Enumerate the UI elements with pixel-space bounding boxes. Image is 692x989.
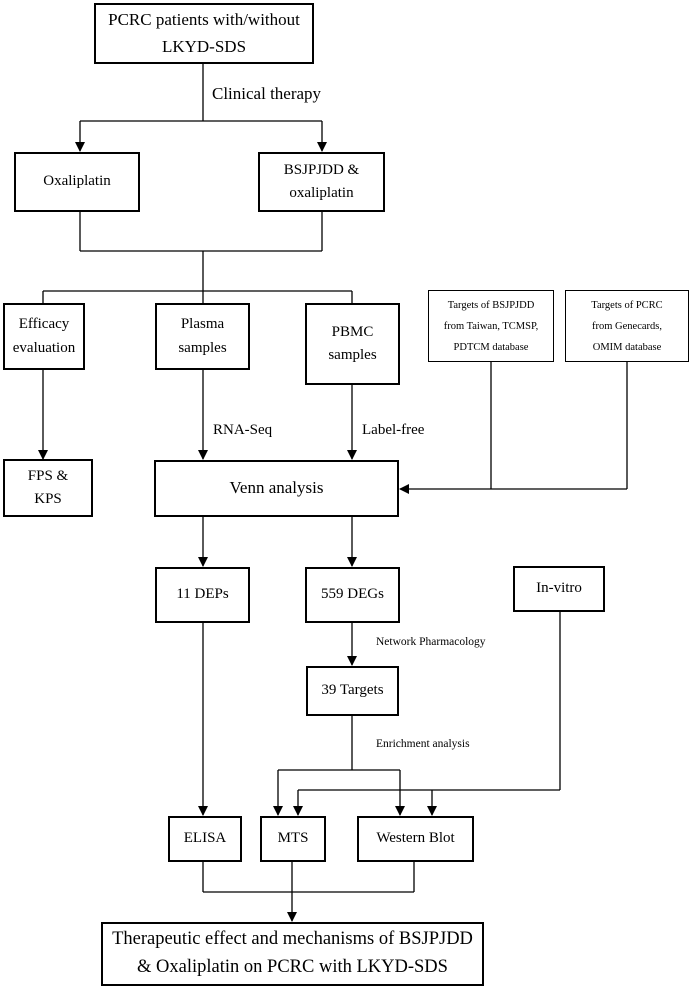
in-vitro-box: In-vitro bbox=[513, 566, 605, 612]
deps-box: 11 DEPs bbox=[155, 567, 250, 623]
plasma-line-2: samples bbox=[178, 339, 227, 356]
elisa-box: ELISA bbox=[168, 816, 242, 862]
targets-pcrc-line-1: Targets of PCRC bbox=[591, 299, 663, 311]
degs-box: 559 DEGs bbox=[305, 567, 400, 623]
network-pharmacology-label: Network Pharmacology bbox=[376, 636, 486, 648]
combo-line-1: BSJPJDD & bbox=[283, 161, 360, 178]
final-line-1: Therapeutic effect and mechanisms of BSJ… bbox=[112, 929, 473, 950]
efficacy-evaluation-box: Efficacy evaluation bbox=[3, 303, 85, 370]
targets-bsjpjdd-box: Targets of BSJPJDD from Taiwan, TCMSP, P… bbox=[428, 290, 554, 362]
oxaliplatin-text: Oxaliplatin bbox=[43, 173, 111, 190]
efficacy-line-1: Efficacy bbox=[18, 316, 70, 333]
rna-seq-label: RNA-Seq bbox=[213, 422, 273, 438]
targets-pcrc-line-3: OMIM database bbox=[592, 341, 662, 353]
in-vitro-text: In-vitro bbox=[536, 580, 582, 597]
enrichment-analysis-label: Enrichment analysis bbox=[376, 738, 470, 750]
oxaliplatin-box: Oxaliplatin bbox=[14, 152, 140, 212]
pbmc-line-2: samples bbox=[328, 347, 377, 363]
efficacy-line-2: evaluation bbox=[12, 339, 76, 356]
patients-line-2: LKYD-SDS bbox=[161, 36, 247, 56]
targets-bsjpjdd-line-2: from Taiwan, TCMSP, bbox=[443, 320, 539, 332]
targets-bsjpjdd-line-3: PDTCM database bbox=[453, 341, 529, 353]
targets-pcrc-line-2: from Genecards, bbox=[592, 320, 662, 332]
deps-text: 11 DEPs bbox=[176, 586, 229, 603]
targets-pcrc-box: Targets of PCRC from Genecards, OMIM dat… bbox=[565, 290, 689, 362]
plasma-line-1: Plasma bbox=[180, 316, 225, 333]
targets-bsjpjdd-line-1: Targets of BSJPJDD bbox=[447, 299, 535, 311]
venn-text: Venn analysis bbox=[229, 478, 324, 498]
venn-analysis-box: Venn analysis bbox=[154, 460, 399, 517]
fps-kps-line-1: FPS & bbox=[27, 467, 69, 484]
combo-line-2: oxaliplatin bbox=[289, 185, 354, 201]
patients-line-1: PCRC patients with/without bbox=[108, 10, 300, 30]
western-blot-text: Western Blot bbox=[376, 830, 455, 847]
patients-box: PCRC patients with/without LKYD-SDS bbox=[94, 3, 314, 64]
label-free-label: Label-free bbox=[362, 422, 425, 438]
fps-kps-box: FPS & KPS bbox=[3, 459, 93, 517]
degs-text: 559 DEGs bbox=[321, 586, 384, 603]
final-outcome-box: Therapeutic effect and mechanisms of BSJ… bbox=[101, 922, 484, 986]
targets-39-box: 39 Targets bbox=[306, 666, 399, 716]
final-line-2: & Oxaliplatin on PCRC with LKYD-SDS bbox=[137, 957, 448, 977]
pbmc-samples-box: PBMC samples bbox=[305, 303, 400, 385]
pbmc-line-1: PBMC bbox=[331, 323, 374, 340]
mts-text: MTS bbox=[277, 830, 309, 847]
fps-kps-line-2: KPS bbox=[34, 491, 62, 507]
combo-therapy-box: BSJPJDD & oxaliplatin bbox=[258, 152, 385, 212]
western-blot-box: Western Blot bbox=[357, 816, 474, 862]
elisa-text: ELISA bbox=[183, 830, 227, 847]
targets-39-text: 39 Targets bbox=[321, 682, 384, 699]
clinical-therapy-label: Clinical therapy bbox=[212, 84, 322, 103]
mts-box: MTS bbox=[260, 816, 326, 862]
plasma-samples-box: Plasma samples bbox=[155, 303, 250, 370]
